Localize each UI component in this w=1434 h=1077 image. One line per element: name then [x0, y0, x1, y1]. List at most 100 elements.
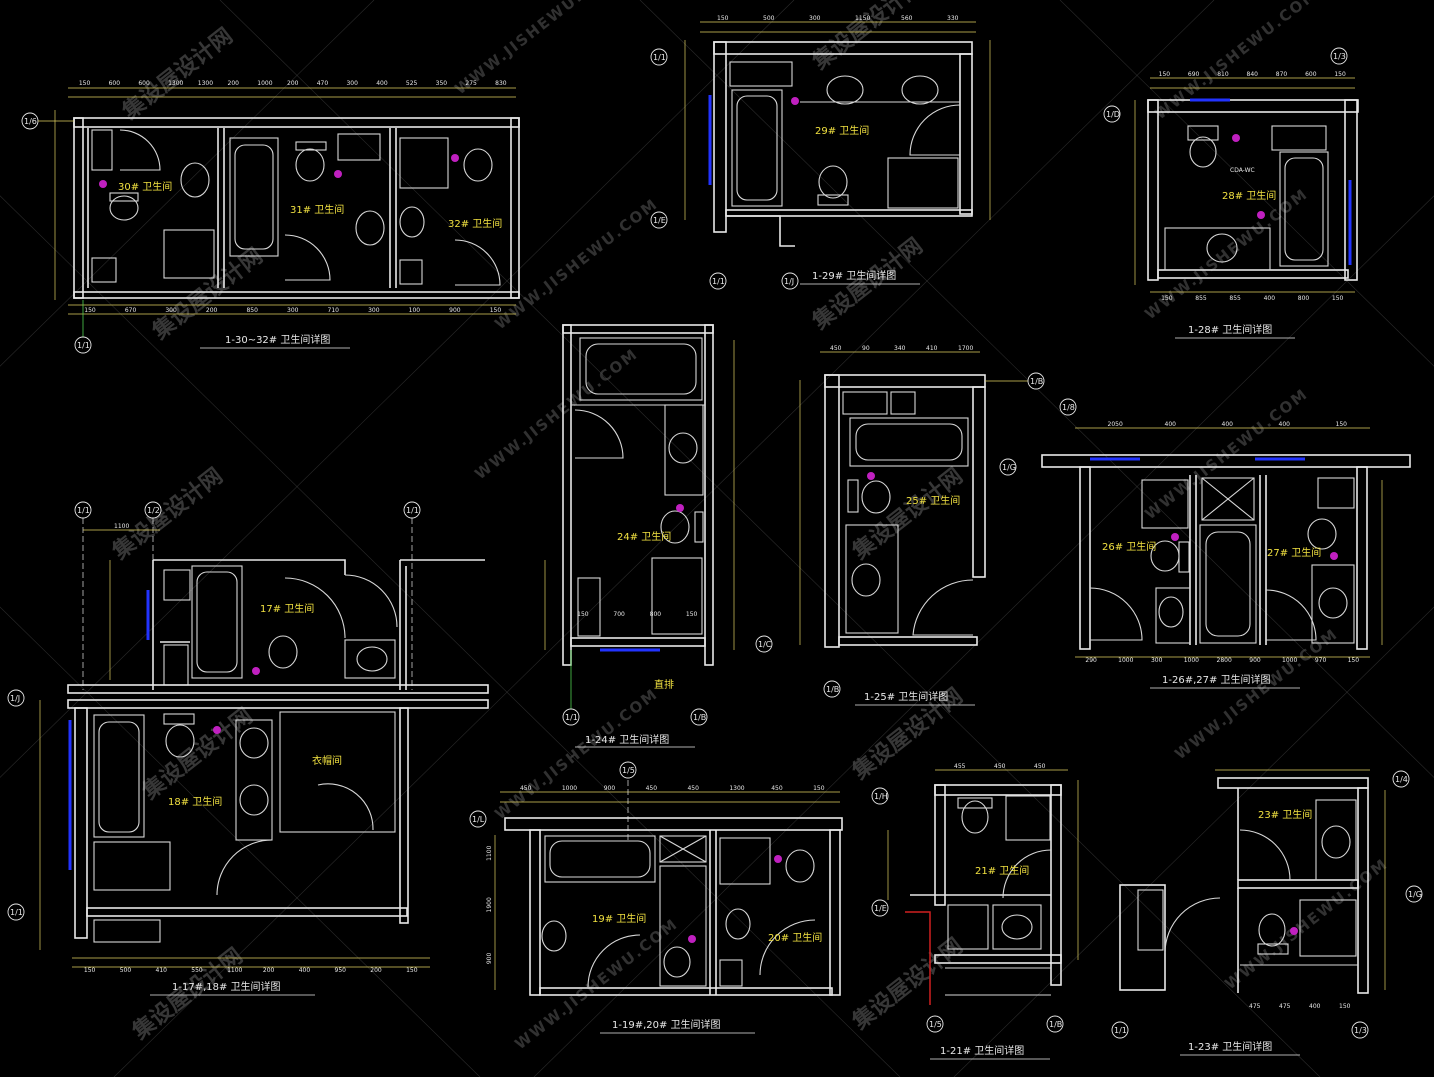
dimension-label: 850 — [246, 307, 258, 314]
dimension-label: 150 — [84, 307, 96, 314]
room-label-30: 30# 卫生间 — [118, 180, 172, 193]
grid-bubble: 1/1 — [77, 506, 90, 515]
dimension-label: 840 — [1247, 71, 1259, 78]
watermark-url: WWW.JISHEWU.COM — [1141, 385, 1311, 524]
room-label-32: 32# 卫生间 — [448, 217, 502, 230]
dimension-label: 1300 — [729, 785, 744, 792]
watermark-url: WWW.JISHEWU.COM — [1221, 855, 1391, 994]
grid-bubble: 1/L — [472, 815, 485, 824]
dimension-label: 400 — [376, 80, 388, 87]
dimension-label: 470 — [317, 80, 329, 87]
note-zhipai: 直排 — [654, 678, 674, 691]
dimension-label: 410 — [156, 967, 168, 974]
watermark-text: 集设屋设计网 — [107, 463, 228, 565]
room-label-20: 20# 卫生间 — [768, 931, 822, 944]
grid-bubble: 1/G — [1408, 890, 1422, 899]
dimension-label: 200 — [370, 967, 382, 974]
watermark-line — [0, 606, 481, 1077]
dimension-label: 1100 — [114, 523, 129, 530]
watermark-line — [113, 0, 1215, 1077]
drawing-17-18: 17# 卫生间 18# 卫生间 衣帽间 1/1 1/2 1/1 1/J 1/1 — [7, 501, 489, 996]
dimension-label: 900 — [1249, 657, 1261, 664]
dimension-label: 525 — [406, 80, 418, 87]
room-label-25: 25# 卫生间 — [906, 494, 960, 507]
dimension-label: 1100 — [227, 967, 242, 974]
drawing-title-23: 1-23# 卫生间详图 — [1188, 1040, 1272, 1053]
dimension-label: 560 — [901, 15, 913, 22]
grid-bubble: 1/E — [874, 904, 887, 913]
dimension-label: 330 — [947, 15, 959, 22]
watermark-text: 集设屋设计网 — [847, 933, 968, 1035]
dimension-label: 150 — [79, 80, 91, 87]
watermark-line — [219, 0, 1321, 1077]
watermark-text: 集设屋设计网 — [847, 463, 968, 565]
dimension-label: 150 — [1161, 295, 1173, 302]
dimension-label: 900 — [604, 785, 616, 792]
dimension-label: 200 — [287, 80, 299, 87]
dimension-label: 500 — [120, 967, 132, 974]
dimension-label: 450 — [994, 763, 1006, 770]
dimension-label: 300 — [165, 307, 177, 314]
drawing-title-29: 1-29# 卫生间详图 — [812, 269, 896, 282]
note-cda-wc: CDA-WC — [1230, 167, 1255, 174]
watermark-url: WWW.JISHEWU.COM — [451, 0, 621, 98]
dimension-label: 150 — [1339, 1003, 1351, 1010]
dimension-label: 855 — [1195, 295, 1207, 302]
room-label-18: 18# 卫生间 — [168, 795, 222, 808]
dimension-label: 150 — [84, 967, 96, 974]
dimension-label: 275 — [465, 80, 477, 87]
dimension-label: 450 — [830, 345, 842, 352]
dimension-label: 450 — [771, 785, 783, 792]
dimension-label: 300 — [368, 307, 380, 314]
grid-bubble: 1/B — [826, 685, 839, 694]
watermark-text: 集设屋设计网 — [147, 243, 268, 345]
grid-bubble: 1/1 — [653, 53, 666, 62]
grid-bubble: 1/1 — [565, 713, 578, 722]
dimension-label: 600 — [1305, 71, 1317, 78]
drawing-title-26-27: 1-26#,27# 卫生间详图 — [1162, 673, 1271, 686]
dimension-label: 900 — [449, 307, 461, 314]
dimension-label: 800 — [650, 611, 662, 618]
grid-bubble: 1/J — [784, 277, 794, 286]
drawing-title-19-20: 1-19#,20# 卫生间详图 — [612, 1018, 721, 1031]
watermark-url: WWW.JISHEWU.COM — [491, 685, 661, 824]
dimension-label: 700 — [613, 611, 625, 618]
grid-bubble: 1/B — [1049, 1020, 1062, 1029]
dimension-label: 900 — [486, 953, 493, 965]
dimension-label: 1150 — [855, 15, 870, 22]
drawing-25: 25# 卫生间 1/B 1/B 1-25# 卫生间详图 — [799, 351, 1045, 706]
drawing-29: 29# 卫生间 1/1 1/E 1/1 1/J 1-29# 卫生间详图 — [650, 21, 991, 290]
grid-bubble: 1/C — [758, 640, 772, 649]
drawing-24: 24# 卫生间 直排 1/C 1/1 1/B 1-24# 卫生间详图 — [544, 324, 773, 748]
dimension-label: 1000 — [1118, 657, 1133, 664]
dimension-label: 90 — [862, 345, 870, 352]
drawing-title-28: 1-28# 卫生间详图 — [1188, 323, 1272, 336]
dimension-label: 2800 — [1217, 657, 1232, 664]
room-label-cloakroom: 衣帽间 — [312, 754, 342, 767]
dimension-label: 150 — [1332, 295, 1344, 302]
dimension-label: 1300 — [168, 80, 183, 87]
watermark-text: 集设屋设计网 — [117, 23, 238, 125]
room-label-29: 29# 卫生间 — [815, 124, 869, 137]
dimension-label: 300 — [1151, 657, 1163, 664]
dimension-label: 150 — [1334, 71, 1346, 78]
dimension-label: 1700 — [958, 345, 973, 352]
dimension-label: 950 — [335, 967, 347, 974]
grid-bubble: 1/B — [1030, 377, 1043, 386]
room-label-28: 28# 卫生间 — [1222, 189, 1276, 202]
room-label-26: 26# 卫生间 — [1102, 540, 1156, 553]
grid-bubble: 1/D — [1106, 110, 1120, 119]
dimension-label: 455 — [954, 763, 966, 770]
drawing-23: 23# 卫生间 1/4 1/G 1/1 1/3 1-23# 卫生间详图 — [1111, 769, 1423, 1056]
grid-bubble: 1/1 — [77, 341, 90, 350]
dimension-label: 150 — [1159, 71, 1171, 78]
drawing-title-30-32: 1-30~32# 卫生间详图 — [225, 333, 330, 346]
watermark-url: WWW.JISHEWU.COM — [511, 915, 681, 1054]
drawing-title-21: 1-21# 卫生间详图 — [940, 1044, 1024, 1057]
dimension-label: 350 — [436, 80, 448, 87]
dimension-label: 400 — [1165, 421, 1177, 428]
drawing-28: CDA-WC 28# 卫生间 1/3 1/D 1-28# 卫生间详图 — [1103, 47, 1359, 339]
dimension-label: 300 — [809, 15, 821, 22]
